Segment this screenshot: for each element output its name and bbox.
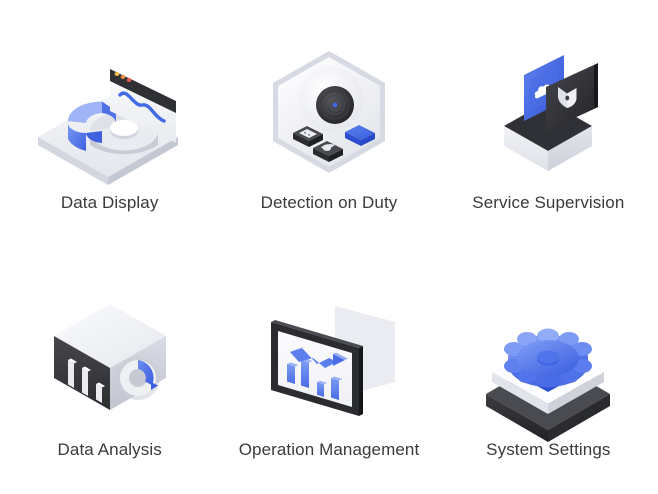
traffic-light-dots [114, 71, 132, 82]
icon-label-operation-management: Operation Management [238, 439, 420, 459]
detection-on-duty-isometric-icon [249, 35, 409, 185]
trend-arrow-shape [289, 346, 348, 368]
blue-gear-shape [504, 328, 593, 392]
icon-cell-detection-on-duty[interactable]: Detection on Duty [219, 0, 438, 247]
icon-label-service-supervision: Service Supervision [472, 192, 625, 212]
icon-label-data-display: Data Display [60, 192, 159, 212]
service-supervision-isometric-icon [468, 35, 628, 185]
blue-segment-shape [67, 101, 116, 151]
data-display-isometric-icon [30, 35, 190, 185]
icon-cell-data-display[interactable]: Data Display [0, 0, 219, 247]
icon-cell-data-analysis[interactable]: Data Analysis [0, 247, 219, 494]
dial-button-shape [312, 140, 343, 162]
browser-window-shape [109, 68, 176, 143]
bar-chart-face-shape [67, 358, 105, 403]
dark-shield-card-shape [546, 62, 599, 131]
icon-cell-system-settings[interactable]: System Settings [439, 247, 658, 494]
icon-label-detection-on-duty: Detection on Duty [260, 192, 398, 212]
donut-chart-face-shape [115, 355, 160, 400]
icon-label-system-settings: System Settings [486, 439, 611, 459]
operation-management-isometric-icon [249, 282, 409, 432]
icon-cell-service-supervision[interactable]: Service Supervision [439, 0, 658, 247]
sensor-button-shape [292, 125, 323, 147]
system-settings-isometric-icon [468, 282, 628, 442]
blue-button-shape [344, 124, 375, 146]
camera-lens-shape [298, 66, 363, 131]
data-analysis-isometric-icon [30, 282, 190, 432]
icon-label-data-analysis: Data Analysis [57, 439, 162, 459]
icon-cell-operation-management[interactable]: Operation Management [219, 247, 438, 494]
bar-chart-shape [286, 358, 343, 400]
